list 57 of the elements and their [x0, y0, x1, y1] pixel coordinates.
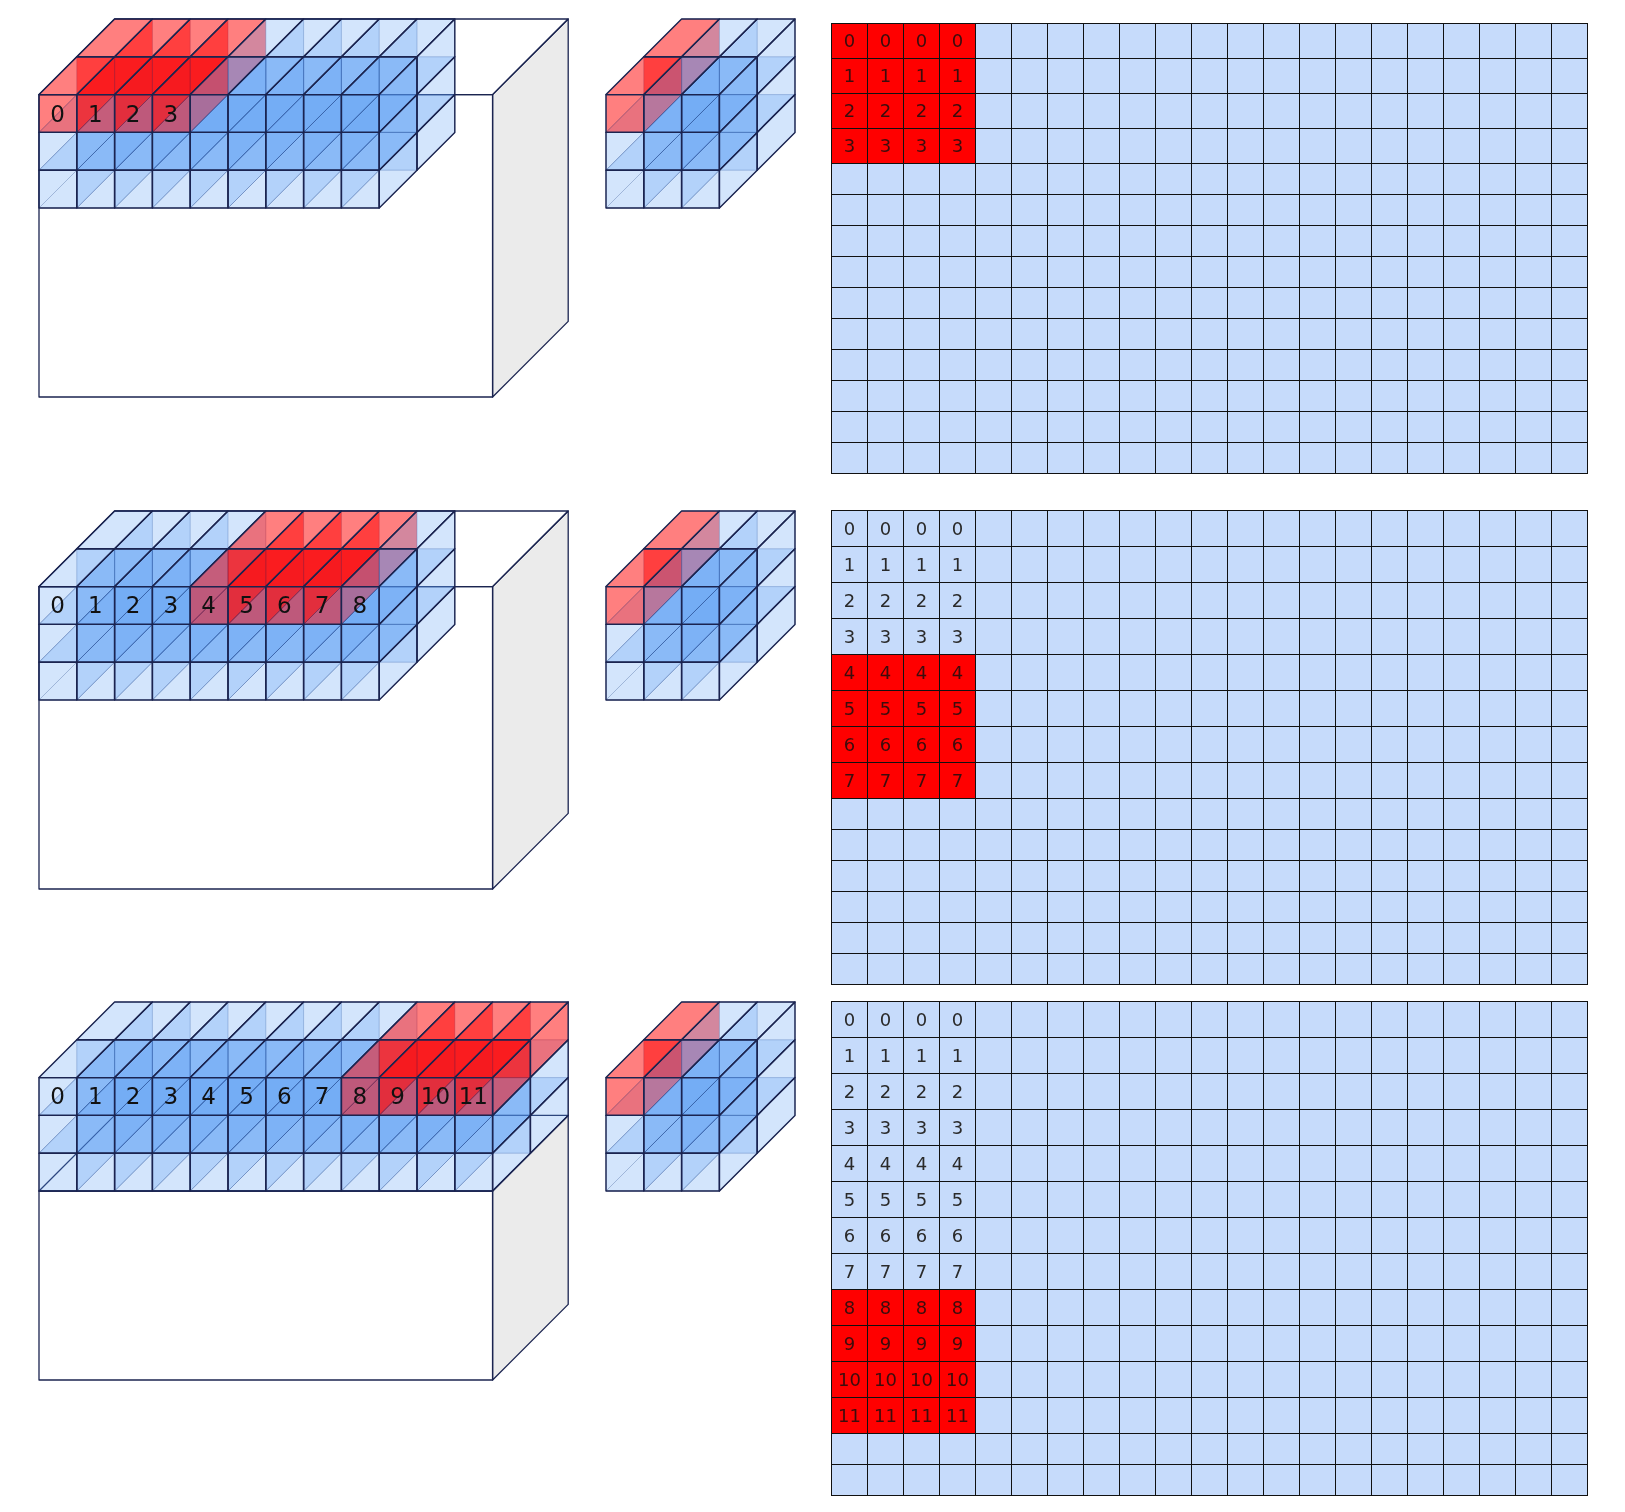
cube-number: 5: [239, 1084, 254, 1108]
matrix-cell: 1: [831, 1037, 868, 1074]
matrix-cell: 10: [831, 1361, 868, 1398]
cube-number: 2: [125, 102, 141, 126]
cube-number: 3: [163, 102, 179, 126]
cube-number: 2: [125, 593, 141, 617]
cube-number: 3: [163, 593, 179, 617]
matrix-cell: 7: [831, 1253, 868, 1290]
matrix-cell: 0: [939, 510, 976, 547]
cube-number: 2: [125, 1084, 141, 1108]
cube-number: 1: [88, 593, 103, 617]
matrix-cell: 4: [831, 1145, 868, 1182]
cube-number: 3: [163, 1084, 179, 1108]
matrix-cell: 0: [939, 1001, 976, 1038]
matrix-cell: 5: [831, 1181, 868, 1218]
matrix-cell: 2: [831, 93, 868, 129]
matrix-cell: 9: [831, 1325, 868, 1362]
cube-number: 8: [352, 1084, 368, 1108]
matrix-cell: 6: [831, 726, 868, 763]
matrix-cell: 0: [939, 23, 976, 59]
matrix-cell: 4: [831, 654, 868, 691]
cube-number: 7: [314, 593, 330, 617]
cube-number: 6: [277, 593, 292, 617]
cube-number: 7: [314, 1084, 330, 1108]
matrix-cell: 0: [903, 510, 940, 547]
cube-number: 0: [50, 102, 65, 126]
matrix-cell: 0: [831, 1001, 868, 1038]
matrix-cell: 0: [867, 1001, 904, 1038]
matrix-cell: 0: [867, 23, 904, 59]
matrix-cell: 1: [831, 58, 868, 94]
matrix-cell: 6: [831, 1217, 868, 1254]
cube-number: 4: [201, 1084, 216, 1108]
matrix-cell: 3: [831, 618, 868, 655]
matrix-cell: 0: [831, 23, 868, 59]
matrix-cell: 0: [903, 23, 940, 59]
cube-number: 5: [239, 593, 254, 617]
cube-number: 9: [390, 1084, 405, 1108]
matrix-cell: 2: [831, 582, 868, 619]
matrix-cell: 7: [831, 762, 868, 799]
matrix-cell: 2: [831, 1073, 868, 1110]
matrix-cell: 0: [867, 510, 904, 547]
cube-number: 11: [458, 1084, 488, 1108]
cube-number: 6: [277, 1084, 292, 1108]
cube-number: 4: [201, 593, 216, 617]
matrix-cell: 3: [831, 1109, 868, 1146]
matrix-cell: 5: [831, 690, 868, 727]
matrix-cell: 8: [831, 1289, 868, 1326]
matrix-cell: 3: [831, 128, 868, 164]
matrix-cell: 11: [831, 1397, 868, 1434]
matrix-cell: 1: [831, 546, 868, 583]
cube-number: 10: [420, 1084, 451, 1108]
matrix-cell: 0: [903, 1001, 940, 1038]
cube-number: 1: [88, 102, 103, 126]
matrix-cell: 0: [831, 510, 868, 547]
cube-number: 0: [50, 1084, 65, 1108]
cube-number: 1: [88, 1084, 103, 1108]
cube-number: 0: [50, 593, 65, 617]
